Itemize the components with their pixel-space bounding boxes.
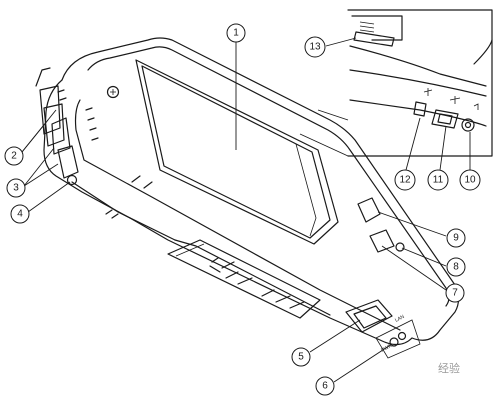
callout-4-label: 4	[17, 209, 23, 220]
lan-port	[345, 299, 393, 333]
callout-13-label: 13	[309, 42, 321, 53]
callout-12-label: 12	[399, 175, 411, 186]
callout-7-label: 7	[452, 288, 458, 299]
callout-11-label: 11	[433, 175, 444, 186]
callout-9-label: 9	[453, 233, 459, 244]
device-body	[43, 37, 460, 346]
callout-5-label: 5	[298, 352, 304, 363]
lan-port-label: LAN	[394, 314, 406, 324]
callout-5: 5	[291, 347, 311, 367]
callout-10: 10	[459, 169, 481, 191]
callout-1-label: 1	[233, 28, 239, 39]
callout-10-label: 10	[464, 175, 476, 186]
display-screen	[135, 59, 339, 245]
usb-port-11	[431, 109, 459, 129]
power-port-label: PWR	[380, 343, 393, 354]
callout-6-label: 6	[322, 381, 328, 392]
side-buttons	[357, 197, 405, 253]
callout-9: 9	[446, 228, 466, 248]
top-logo-button	[106, 85, 120, 99]
callout-2: 2	[4, 146, 24, 166]
audio-jack-10	[461, 118, 475, 132]
callout-7: 7	[445, 283, 465, 303]
inset-detail	[347, 9, 493, 157]
callout-1: 1	[226, 23, 246, 43]
power-port	[375, 319, 421, 359]
left-side-ports	[35, 67, 99, 186]
callout-6: 6	[315, 376, 335, 396]
callout-12: 12	[394, 169, 416, 191]
usb-port-12	[413, 101, 427, 117]
callout-3: 3	[6, 178, 26, 198]
callout-8: 8	[446, 257, 466, 277]
front-vent-marks	[105, 175, 153, 219]
bottom-vents	[209, 257, 305, 309]
callout-2-label: 2	[11, 151, 17, 162]
callout-13: 13	[304, 36, 326, 58]
callout-4: 4	[10, 204, 30, 224]
inset-connector	[299, 133, 349, 157]
callout-3-label: 3	[13, 183, 19, 194]
callout-8-label: 8	[453, 262, 459, 273]
watermark-text: 经验	[438, 361, 460, 375]
leader-lines	[21, 37, 471, 383]
callout-11: 11	[427, 169, 449, 191]
